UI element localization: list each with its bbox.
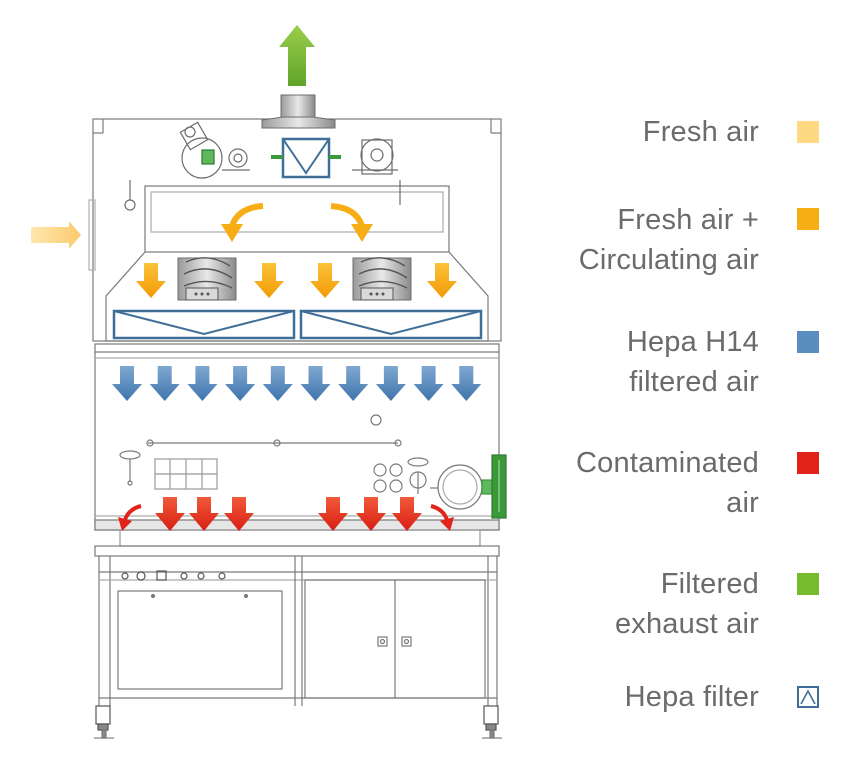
red-down-arrow-icon — [155, 497, 185, 531]
filtered-exhaust-air-swatch-icon — [797, 573, 819, 595]
fresh-circulating-air-swatch-icon — [797, 208, 819, 230]
red-curved-arrow-left-icon — [118, 517, 132, 531]
yellow-down-arrow-icon — [310, 263, 340, 298]
blue-down-arrow-icon — [187, 366, 218, 401]
blue-down-arrow-icon — [413, 366, 444, 401]
exhaust-duct — [261, 94, 341, 179]
blue-down-arrow-icon — [300, 366, 331, 401]
contaminated-air-swatch-icon — [797, 452, 819, 474]
legend-swatches — [797, 121, 819, 708]
hepa-filter-swatch-icon — [797, 686, 819, 708]
hepa-filtered-down-arrows — [112, 366, 482, 401]
blue-down-arrow-icon — [112, 366, 142, 401]
blue-down-arrow-icon — [262, 366, 293, 401]
red-curved-arrow-right-icon — [440, 517, 454, 531]
red-down-arrow-icon — [318, 497, 348, 531]
curved-arrow-left-icon — [221, 224, 243, 242]
fan-right — [352, 257, 412, 301]
fresh-circulating-down-arrows — [136, 263, 457, 298]
lower-access-panel — [117, 590, 283, 690]
blue-down-arrow-icon — [375, 366, 406, 401]
curved-arrow-right-icon — [351, 224, 373, 242]
yellow-down-arrow-icon — [136, 263, 166, 298]
fresh-air-swatch-icon — [797, 121, 819, 143]
filtered-exhaust-arrow-icon — [279, 25, 315, 86]
blue-down-arrow-icon — [225, 366, 256, 401]
circulating-air-arrows — [221, 203, 373, 242]
blue-down-arrow-icon — [451, 366, 482, 401]
blue-down-arrow-icon — [149, 366, 180, 401]
cabinet-structure — [88, 118, 507, 739]
blue-down-arrow-icon — [338, 366, 369, 401]
plenum-box — [144, 185, 450, 253]
yellow-down-arrow-icon — [254, 263, 284, 298]
red-down-arrow-icon — [392, 497, 422, 531]
working-chamber — [94, 343, 500, 531]
fan-left — [177, 257, 237, 301]
contaminated-air-arrows — [118, 497, 454, 531]
red-down-arrow-icon — [356, 497, 386, 531]
main-hepa-filters — [112, 309, 483, 340]
red-down-arrow-icon — [224, 497, 254, 531]
top-fittings — [124, 121, 401, 211]
red-down-arrow-icon — [189, 497, 219, 531]
yellow-down-arrow-icon — [427, 263, 457, 298]
hepa-filtered-air-swatch-icon — [797, 331, 819, 353]
fresh-air-inlet-arrow-icon — [31, 221, 81, 249]
